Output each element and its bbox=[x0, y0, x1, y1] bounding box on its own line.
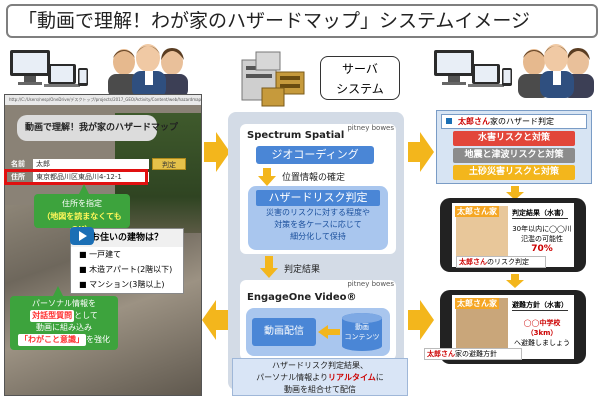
address-field[interactable]: 東京都品川区東品川4-12-1 bbox=[33, 172, 149, 182]
phone2-line1: ◯◯中学校 bbox=[523, 319, 561, 327]
video-content-label: 動画 コンテンツ bbox=[342, 322, 382, 342]
pb-brand: pitney bowes bbox=[347, 280, 394, 288]
arrow-left bbox=[202, 300, 228, 340]
hazard-risk-title: ハザードリスク判定 bbox=[256, 190, 380, 206]
page-title: 「動画で理解！わが家のハザードマップ」システムイメージ bbox=[6, 4, 598, 38]
hazard-judgement-panel: 太郎さん家のハザード判定 水害リスクと対策 地震と津波リスクと対策 土砂災害リス… bbox=[436, 110, 592, 184]
earthquake-risk-button[interactable]: 地震と津波リスクと対策 bbox=[453, 148, 575, 163]
geocoding-box: ジオコーディング bbox=[256, 146, 374, 164]
server-system-label: サーバ システム bbox=[320, 56, 400, 100]
database-icon bbox=[342, 313, 382, 351]
users-group-icon bbox=[108, 44, 188, 98]
video-play-icon[interactable] bbox=[70, 227, 94, 245]
delivery-note: ハザードリスク判定結果、 パーソナル情報よりリアルタイムに 動画を組合せて配信 bbox=[232, 358, 408, 396]
option-detached-house[interactable]: ■ 一戸建て bbox=[79, 250, 122, 259]
devices-icon bbox=[434, 50, 512, 87]
hazard-risk-box: ハザードリスク判定 災害のリスクに対する程度や 対策を各ケースに応じて 細分化し… bbox=[248, 186, 388, 250]
arrow-down bbox=[260, 256, 278, 278]
address-note-line1: 住所を指定 bbox=[62, 199, 102, 208]
phone1-caption: 太郎さんのリスク判定 bbox=[456, 256, 546, 268]
pb-brand: pitney bowes bbox=[347, 124, 394, 132]
personal-info-note: パーソナル情報を 対話型質問として 動画に組み込み 「わがこと意識」を強化 bbox=[10, 296, 118, 350]
hazard-desc-line2: 対策を各ケースに応じて bbox=[274, 220, 362, 229]
address-note: 住所を指定 （地図を読まなくてもOK） bbox=[34, 194, 130, 234]
arrow-right bbox=[408, 132, 434, 172]
phone1-name: 太郎さん家 bbox=[455, 206, 499, 217]
phone2-title: 避難方針（水害） bbox=[512, 301, 568, 311]
callout-pointer bbox=[78, 184, 90, 196]
personal-note-highlight: 対話型質問 bbox=[30, 310, 75, 322]
phone1-line2: 氾濫の可能性 bbox=[521, 235, 563, 243]
bottom-line2-highlight: リアルタイム bbox=[328, 373, 376, 382]
name-row: 名前太郎 bbox=[11, 159, 149, 169]
hazard-desc-line3: 細分化して保持 bbox=[290, 232, 346, 241]
phone1-pct: 70% bbox=[531, 244, 553, 254]
option-label: 一戸建て bbox=[89, 250, 122, 259]
arrow-down bbox=[506, 186, 524, 200]
play-icon bbox=[446, 118, 452, 124]
video-content-line2: コンテンツ bbox=[344, 333, 380, 341]
personal-note-line2: として bbox=[74, 311, 98, 320]
caption-name: 太郎さん bbox=[459, 258, 487, 266]
address-row: 住所東京都品川区東品川4-12-1 bbox=[11, 172, 149, 182]
arrow-right bbox=[204, 132, 230, 172]
devices-icon bbox=[10, 50, 88, 87]
bottom-line1: ハザードリスク判定結果、 bbox=[272, 361, 368, 370]
question-text: お住いの建物は？ bbox=[71, 229, 183, 247]
video-delivery-box: 動画配信 bbox=[252, 318, 316, 346]
flood-risk-button[interactable]: 水害リスクと対策 bbox=[453, 131, 575, 146]
personal-note-line3: 動画に組み込み bbox=[36, 323, 92, 332]
caption-rest: のリスク判定 bbox=[487, 258, 529, 266]
question-card: お住いの建物は？ ■ 一戸建て ■ 木造アパート(2階以下) ■ マンション(3… bbox=[70, 228, 184, 294]
server-line1: サーバ bbox=[342, 62, 378, 76]
server-icon bbox=[241, 51, 305, 107]
callout-pointer bbox=[52, 286, 64, 298]
hazard-desc-line1: 災害のリスクに対する程度や bbox=[266, 208, 370, 217]
spectrum-title: Spectrum Spatial bbox=[247, 130, 345, 141]
phone1-result-title: 判定結果（水害） bbox=[512, 209, 568, 219]
option-label: 木造アパート(2階以下) bbox=[89, 265, 173, 274]
caption-rest: 家の避難方針 bbox=[455, 350, 497, 358]
judge-result-label: 判定結果 bbox=[284, 265, 321, 275]
video-content-line1: 動画 bbox=[355, 323, 369, 331]
personal-note-highlight2: 「わがこと意識」 bbox=[18, 334, 86, 346]
caption-name: 太郎さん bbox=[427, 350, 455, 358]
app-title-bar: 動画で理解！我が家のハザードマップ bbox=[17, 115, 178, 141]
position-confirmed: 位置情報の確定 bbox=[282, 173, 346, 183]
bottom-line2b: に bbox=[375, 373, 384, 382]
arrow-right bbox=[408, 300, 434, 340]
phone1-line1: 30年以内に◯◯川 bbox=[512, 225, 572, 233]
phone2-line2: （3km） bbox=[526, 329, 558, 337]
option-label: マンション(3階以上) bbox=[89, 280, 165, 289]
bottom-line3: 動画を組合せて配信 bbox=[284, 385, 356, 394]
arrow-down bbox=[506, 274, 524, 288]
url-bar[interactable]: http://C:/Users/nesp/OneDrive/デスクトップ/pro… bbox=[5, 95, 201, 105]
phone2-name: 太郎さん家 bbox=[455, 298, 499, 309]
phone2-text: ◯◯中学校 （3km） へ避難しましょう bbox=[512, 318, 572, 348]
personal-note-line1: パーソナル情報を bbox=[32, 299, 96, 308]
phone2-line3: へ避難しましょう bbox=[514, 339, 570, 347]
address-highlight-box bbox=[4, 169, 148, 185]
name-field[interactable]: 太郎 bbox=[33, 159, 149, 169]
name-label: 名前 bbox=[11, 160, 25, 168]
arrow-down bbox=[258, 168, 276, 186]
users-group-icon bbox=[518, 44, 594, 98]
engage-title: EngageOne Video® bbox=[247, 292, 357, 303]
panel-title: 太郎さん家のハザード判定 bbox=[441, 114, 587, 129]
phone2-caption: 太郎さん家の避難方針 bbox=[424, 348, 522, 360]
landslide-risk-button[interactable]: 土砂災害リスクと対策 bbox=[453, 165, 575, 180]
option-condominium[interactable]: ■ マンション(3階以上) bbox=[79, 280, 165, 289]
panel-title-name: 太郎さん bbox=[458, 117, 490, 126]
arrow-left bbox=[318, 325, 340, 339]
bottom-line2a: パーソナル情報より bbox=[256, 373, 329, 382]
option-wooden-apartment[interactable]: ■ 木造アパート(2階以下) bbox=[79, 265, 173, 274]
judge-button[interactable]: 判定 bbox=[152, 158, 186, 170]
server-line2: システム bbox=[336, 82, 384, 96]
personal-note-line4: を強化 bbox=[86, 335, 110, 344]
address-label: 住所 bbox=[11, 173, 25, 181]
panel-title-rest: 家のハザード判定 bbox=[490, 117, 554, 126]
phone1-text: 30年以内に◯◯川 氾濫の可能性 70% bbox=[512, 224, 572, 254]
